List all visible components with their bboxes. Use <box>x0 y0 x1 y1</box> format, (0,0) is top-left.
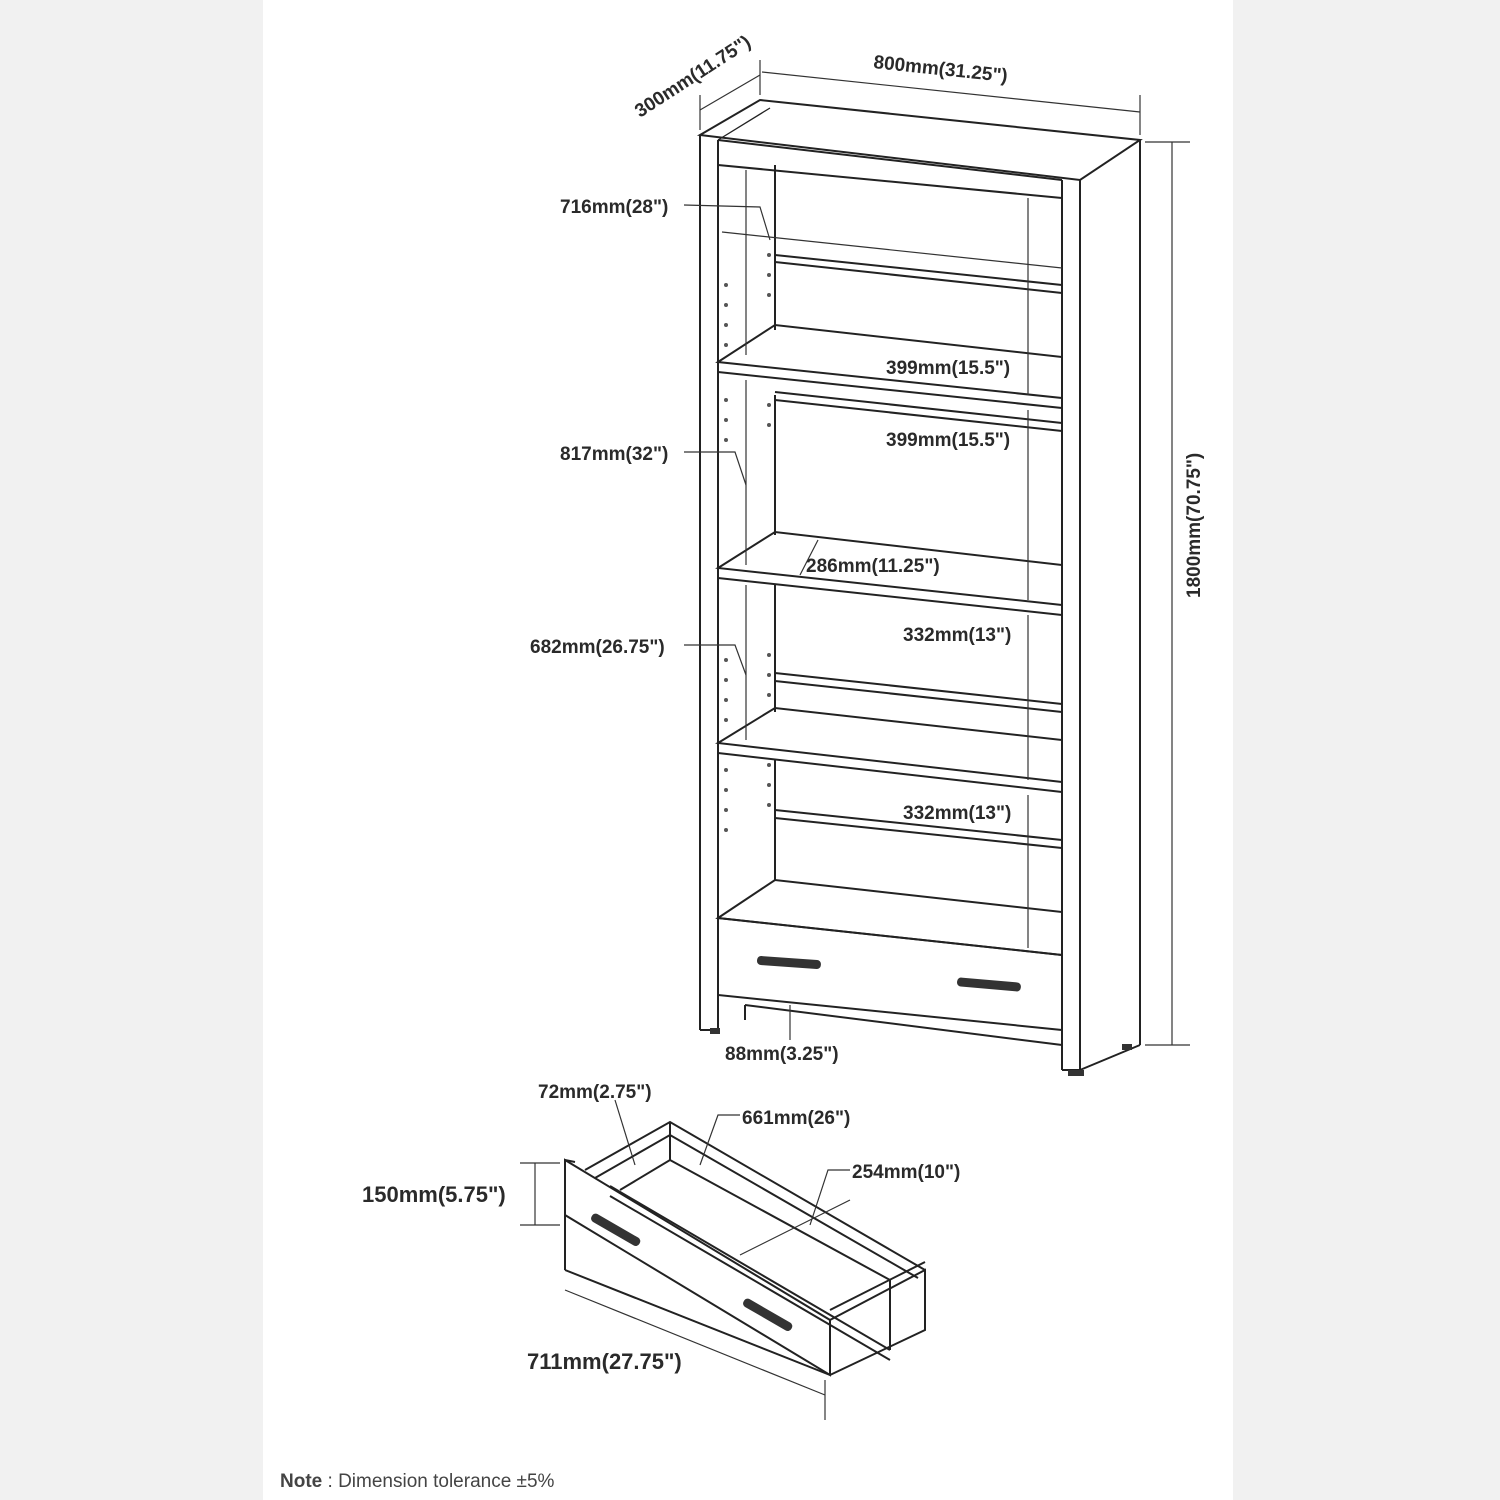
depth-label: 300mm(11.75") <box>631 32 755 122</box>
base-clearance-label: 88mm(3.25") <box>725 1044 839 1065</box>
diagram-sheet <box>263 0 1233 1500</box>
drawer-handle <box>756 956 821 969</box>
top-board <box>696 98 1143 182</box>
drawer-height-label: 150mm(5.75") <box>362 1182 506 1207</box>
drawer-drawing <box>520 1099 926 1420</box>
drawer-inner-width-label: 661mm(26") <box>742 1108 850 1129</box>
drawer-width-label: 711mm(27.75") <box>527 1349 682 1374</box>
drawer-inner-depth-label: 254mm(10") <box>852 1162 960 1183</box>
shelf-gap-label: 332mm(13") <box>903 625 1011 646</box>
tolerance-note: Note : Dimension tolerance ±5% <box>280 1471 555 1492</box>
note-label: Note <box>280 1471 322 1492</box>
dimension-lines <box>683 60 1190 1046</box>
width-label: 800mm(31.25") <box>872 52 1008 87</box>
bookcase-drawer <box>710 916 1132 1076</box>
shelf-gap-label: 399mm(15.5") <box>886 358 1010 379</box>
shelves <box>715 254 1063 957</box>
drawer-handle <box>591 1213 641 1246</box>
drawer-handle <box>743 1298 793 1332</box>
height-label: 1800mm(70.75") <box>1184 453 1205 598</box>
bookcase-drawing <box>696 98 1143 1076</box>
shelf-gap-label: 399mm(15.5") <box>886 430 1010 451</box>
drawer-inner-height-label: 72mm(2.75") <box>538 1082 652 1103</box>
shelf-gap-label: 332mm(13") <box>903 803 1011 824</box>
middle-section-label: 817mm(32") <box>560 444 668 465</box>
note-text: : Dimension tolerance ±5% <box>322 1471 554 1492</box>
shelf-pin-holes <box>724 253 771 832</box>
drawer-handle <box>957 977 1021 992</box>
shelf-depth-label: 286mm(11.25") <box>806 556 940 577</box>
lower-section-label: 682mm(26.75") <box>530 637 665 658</box>
top-section-label: 716mm(28") <box>560 197 668 218</box>
